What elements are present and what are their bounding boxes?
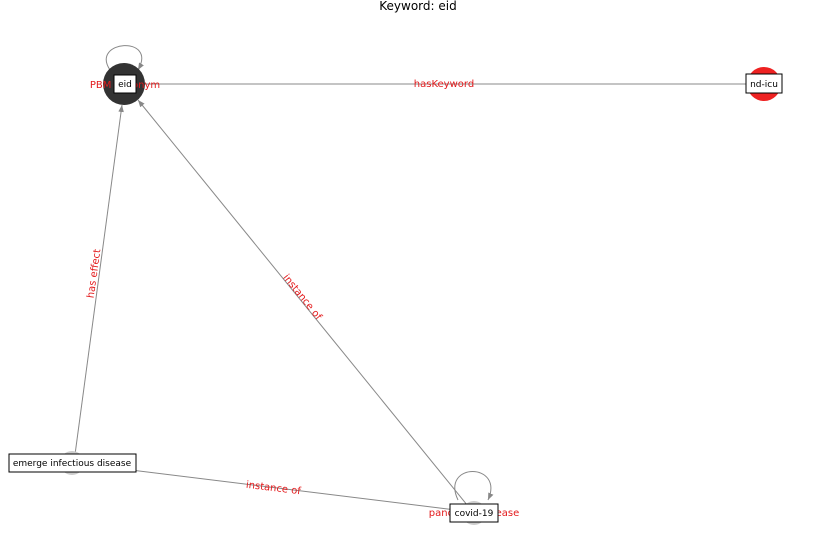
node-label-eid-text: eid (118, 80, 132, 90)
edge-labels: hasKeyword PBM synonym has effect instan… (86, 79, 520, 519)
node-label-emerge-text: emerge infectious disease (13, 459, 132, 469)
edge-instance-of-emerge-covid (73, 462, 473, 513)
node-label-emerge[interactable]: emerge infectious disease (8, 453, 137, 473)
node-labels: eid nd-icu emerge infectious disease cov… (8, 73, 783, 523)
edge-has-effect (73, 104, 124, 463)
node-label-nd-icu[interactable]: nd-icu (745, 73, 783, 94)
nodes (60, 63, 781, 525)
node-label-covid-text: covid-19 (455, 509, 494, 519)
node-label-covid[interactable]: covid-19 (449, 503, 499, 523)
edge-label-instance-of-emerge-covid: instance of (245, 480, 302, 498)
edges (73, 45, 764, 513)
node-label-eid[interactable]: eid (113, 74, 137, 94)
edge-covid-self-loop (454, 471, 494, 501)
edge-label-has-effect: has effect (86, 248, 104, 299)
graph-title: Keyword: eid (379, 0, 456, 13)
edge-instance-of-covid-eid (137, 99, 473, 512)
node-label-nd-icu-text: nd-icu (750, 80, 778, 90)
edge-eid-self-loop (105, 45, 144, 71)
edge-label-instance-of-covid-eid: instance of (280, 273, 324, 323)
edge-label-has-keyword: hasKeyword (414, 79, 474, 90)
